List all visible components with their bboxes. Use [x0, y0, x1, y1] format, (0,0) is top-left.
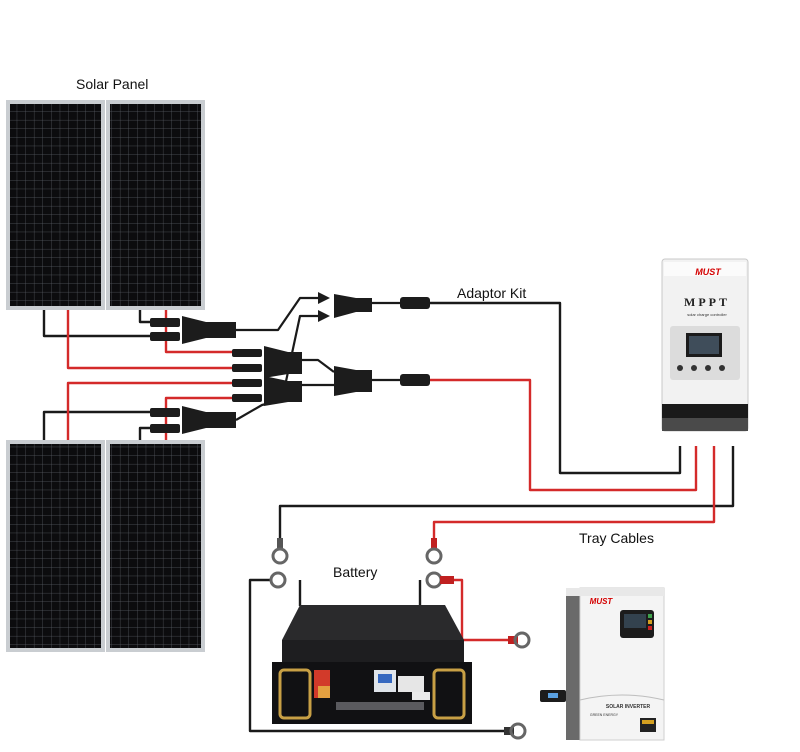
battery-lead-terminals	[269, 571, 531, 740]
tray-cables	[278, 446, 735, 540]
inverter-name: SOLAR INVERTER	[606, 704, 651, 710]
tray-ring-terminals	[271, 538, 443, 565]
solar-panel-label: Solar Panel	[76, 76, 149, 92]
controller-model: MPPT	[684, 295, 730, 309]
controller-brand: MUST	[695, 267, 722, 277]
solar-inverter: MUST SOLAR INVERTER GREEN ENERGY	[540, 587, 665, 741]
battery-unit	[272, 605, 472, 724]
solar-panel-top-right	[106, 100, 205, 310]
inverter-tagline: GREEN ENERGY	[590, 713, 619, 717]
adaptor-kit-cables	[430, 301, 698, 492]
controller-subtitle: solar charge controller	[687, 312, 727, 317]
battery-label: Battery	[333, 564, 378, 580]
inverter-brand: MUST	[590, 597, 614, 606]
mc4-connectors	[150, 292, 430, 434]
adaptor-kit-label: Adaptor Kit	[457, 285, 527, 301]
solar-panel-bottom-right	[106, 440, 205, 652]
solar-panel-bottom-left	[6, 440, 105, 652]
tray-cables-label: Tray Cables	[579, 530, 654, 546]
solar-panel-top-left	[6, 100, 105, 310]
panel-leads	[42, 310, 236, 440]
mppt-charge-controller: MUST MPPT solar charge controller	[661, 258, 749, 432]
